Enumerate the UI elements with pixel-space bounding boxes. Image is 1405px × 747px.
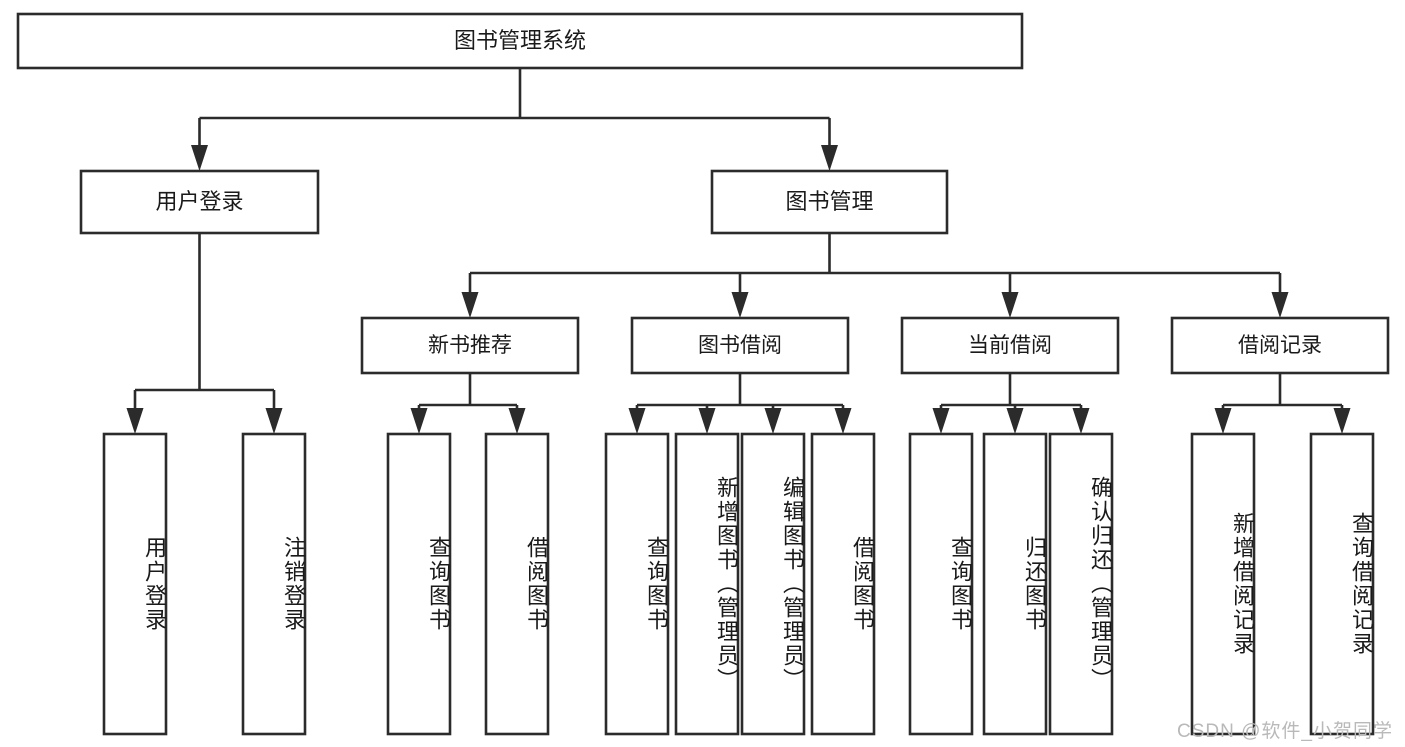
node-box-book-management[interactable] xyxy=(710,169,949,235)
node-box-leaf-query-book-current[interactable] xyxy=(908,432,974,736)
connector-arrowhead xyxy=(698,408,716,434)
node-box-borrow-record[interactable] xyxy=(1170,316,1390,375)
connector-arrowhead xyxy=(731,292,749,318)
connector-arrowhead xyxy=(821,145,838,171)
connector-arrowhead xyxy=(834,408,852,434)
node-box-root[interactable] xyxy=(16,12,1024,70)
connector-group-current-borrow-to-leaves xyxy=(932,373,1090,434)
node-label-new-book-recommend: 新书推荐 xyxy=(428,334,512,357)
connector-arrowhead xyxy=(410,408,428,434)
connector-arrowhead xyxy=(191,145,208,171)
node-box-user-login[interactable] xyxy=(79,169,320,235)
node-box-leaf-user-login[interactable] xyxy=(102,432,168,736)
connector-arrowhead xyxy=(265,408,283,434)
connector-group-book-management-to-level2 xyxy=(461,233,1289,318)
node-box-leaf-borrow-book-recommend[interactable] xyxy=(484,432,550,736)
connector-group-new-book-recommend-to-leaves xyxy=(410,373,526,434)
connector-arrowhead xyxy=(932,408,950,434)
connector-arrowhead xyxy=(508,408,526,434)
node-box-new-book-recommend[interactable] xyxy=(360,316,580,375)
connector-group-borrow-record-to-leaves xyxy=(1214,373,1351,434)
node-box-current-borrow[interactable] xyxy=(900,316,1120,375)
node-label-borrow-record: 借阅记录 xyxy=(1238,334,1322,357)
connector-arrowhead xyxy=(1214,408,1232,434)
connector-group-root-to-level1 xyxy=(191,68,838,171)
node-label-user-login: 用户登录 xyxy=(155,189,243,214)
connector-arrowhead xyxy=(1072,408,1090,434)
connector-arrowhead xyxy=(764,408,782,434)
node-box-leaf-confirm-return-admin[interactable] xyxy=(1048,432,1114,736)
node-label-current-borrow: 当前借阅 xyxy=(968,334,1052,357)
node-label-book-borrow: 图书借阅 xyxy=(698,334,782,357)
node-box-leaf-return-book[interactable] xyxy=(982,432,1048,736)
node-box-leaf-query-book-borrow[interactable] xyxy=(604,432,670,736)
node-box-leaf-query-borrow-record[interactable] xyxy=(1309,432,1375,736)
node-label-book-management: 图书管理 xyxy=(785,189,873,214)
connector-arrowhead xyxy=(461,292,479,318)
connector-arrowhead xyxy=(1333,408,1351,434)
connector-group-book-borrow-to-leaves xyxy=(628,373,852,434)
node-box-leaf-logout-login[interactable] xyxy=(241,432,307,736)
connector-arrowhead xyxy=(1001,292,1019,318)
connector-group-user-login-to-leaves xyxy=(126,233,283,434)
connector-arrowhead xyxy=(1006,408,1024,434)
connector-arrowhead xyxy=(1271,292,1289,318)
node-box-leaf-edit-book-admin[interactable] xyxy=(740,432,806,736)
connector-arrowhead xyxy=(126,408,144,434)
node-box-layer xyxy=(16,12,1390,736)
node-box-leaf-borrow-book[interactable] xyxy=(810,432,876,736)
connector-arrowhead xyxy=(628,408,646,434)
node-box-leaf-add-book-admin[interactable] xyxy=(674,432,740,736)
node-box-book-borrow[interactable] xyxy=(630,316,850,375)
node-box-leaf-query-book-recommend[interactable] xyxy=(386,432,452,736)
node-label-root: 图书管理系统 xyxy=(454,28,586,53)
connector-layer xyxy=(126,68,1351,434)
node-box-leaf-add-borrow-record[interactable] xyxy=(1190,432,1256,736)
